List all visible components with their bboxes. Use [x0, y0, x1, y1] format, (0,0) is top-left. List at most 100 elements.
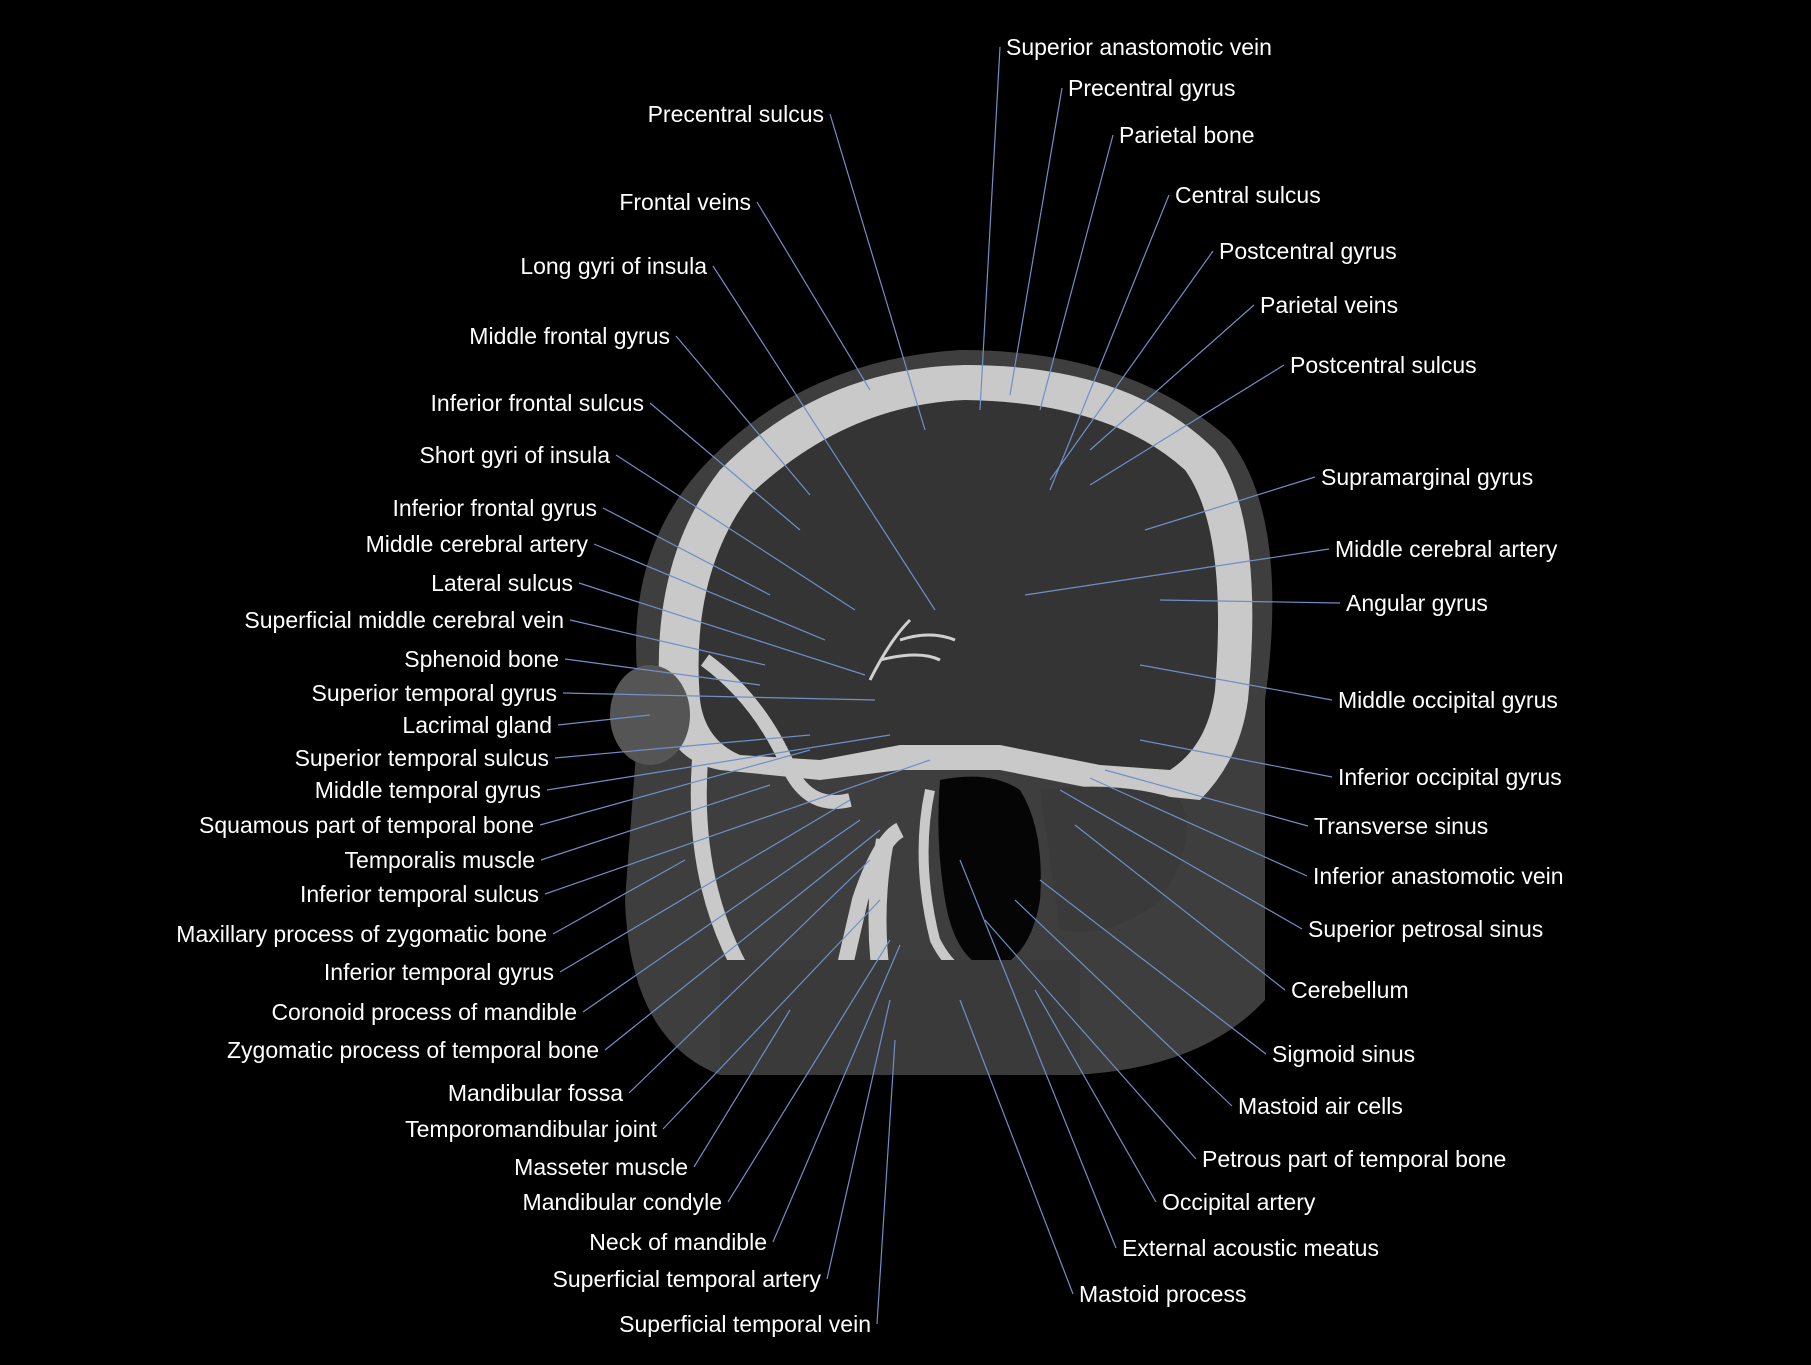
leader-inferior-frontal-sulcus — [649, 402, 801, 531]
label-angular-gyrus: Angular gyrus — [1346, 590, 1488, 616]
label-lateral-sulcus: Lateral sulcus — [431, 570, 573, 596]
leader-masseter-muscle — [693, 1009, 791, 1168]
label-central-sulcus: Central sulcus — [1175, 182, 1321, 208]
label-superior-petrosal-sinus: Superior petrosal sinus — [1308, 916, 1544, 942]
label-superficial-middle-cerebral-vein: Superficial middle cerebral vein — [244, 607, 564, 633]
leader-precentral-gyrus — [1009, 87, 1063, 396]
leader-frontal-veins — [756, 201, 871, 391]
leader-maxillary-process-of-zygomatic-bone — [552, 859, 686, 935]
leader-squamous-part-of-temporal-bone — [539, 749, 811, 826]
label-squamous-part-of-temporal-bone: Squamous part of temporal bone — [199, 812, 534, 838]
leader-mandibular-condyle — [727, 939, 891, 1203]
label-cerebellum: Cerebellum — [1291, 977, 1409, 1003]
leader-coronoid-process-of-mandible — [582, 819, 861, 1013]
label-long-gyri-of-insula: Long gyri of insula — [520, 253, 707, 279]
leader-temporomandibular-joint — [662, 899, 881, 1130]
leader-occipital-artery — [1034, 989, 1157, 1203]
leader-inferior-temporal-gyrus — [559, 799, 851, 973]
label-coronoid-process-of-mandible: Coronoid process of mandible — [271, 999, 577, 1025]
label-mandibular-condyle: Mandibular condyle — [522, 1189, 722, 1215]
leader-inferior-anastomotic-vein — [1089, 777, 1308, 877]
leader-short-gyri-of-insula — [615, 454, 856, 611]
label-neck-of-mandible: Neck of mandible — [589, 1229, 767, 1255]
label-superior-temporal-sulcus: Superior temporal sulcus — [294, 745, 549, 771]
leader-parietal-bone — [1039, 134, 1114, 411]
leader-postcentral-gyrus — [1049, 250, 1214, 481]
label-middle-occipital-gyrus: Middle occipital gyrus — [1338, 687, 1558, 713]
label-mastoid-process: Mastoid process — [1079, 1281, 1247, 1307]
label-precentral-sulcus: Precentral sulcus — [647, 101, 824, 127]
label-petrous-part-of-temporal-bone: Petrous part of temporal bone — [1202, 1146, 1507, 1172]
label-middle-cerebral-artery-left: Middle cerebral artery — [365, 531, 588, 557]
label-parietal-bone: Parietal bone — [1119, 122, 1255, 148]
leader-central-sulcus — [1049, 194, 1170, 491]
label-maxillary-process-of-zygomatic-bone: Maxillary process of zygomatic bone — [176, 921, 547, 947]
leader-middle-cerebral-artery-left — [593, 543, 826, 641]
leader-lines — [539, 46, 1341, 1325]
leader-mastoid-process — [959, 999, 1074, 1295]
label-transverse-sinus: Transverse sinus — [1314, 813, 1489, 839]
leader-cerebellum — [1074, 824, 1286, 991]
middle-cranial-fossa-floor — [700, 654, 852, 809]
label-short-gyri-of-insula: Short gyri of insula — [419, 442, 610, 468]
label-inferior-temporal-sulcus: Inferior temporal sulcus — [299, 881, 539, 907]
leader-zygomatic-process-of-temporal-bone — [604, 829, 881, 1051]
label-mandibular-fossa: Mandibular fossa — [447, 1080, 623, 1106]
brain-parenchyma — [698, 400, 1219, 770]
leader-mastoid-air-cells — [1014, 899, 1233, 1107]
leader-angular-gyrus — [1159, 599, 1341, 604]
label-precentral-gyrus: Precentral gyrus — [1068, 75, 1236, 101]
label-superior-anastomotic-vein: Superior anastomotic vein — [1006, 34, 1272, 60]
leader-temporalis-muscle — [540, 784, 771, 861]
leader-superior-temporal-gyrus — [562, 692, 876, 701]
leader-long-gyri-of-insula — [712, 265, 936, 611]
label-superior-temporal-gyrus: Superior temporal gyrus — [311, 680, 557, 706]
insular-vessels — [868, 618, 956, 681]
leader-inferior-occipital-gyrus — [1139, 739, 1333, 778]
leader-external-acoustic-meatus — [959, 859, 1117, 1249]
label-zygomatic-process-of-temporal-bone: Zygomatic process of temporal bone — [226, 1037, 599, 1063]
leader-sphenoid-bone — [564, 658, 761, 686]
cerebellum-region — [1040, 786, 1187, 932]
leader-superior-temporal-sulcus — [554, 734, 811, 759]
leader-inferior-temporal-sulcus — [544, 759, 931, 895]
label-lacrimal-gland: Lacrimal gland — [402, 712, 552, 738]
label-postcentral-sulcus: Postcentral sulcus — [1290, 352, 1477, 378]
leader-lateral-sulcus — [578, 582, 866, 676]
mastoid-air-cells-region — [938, 776, 1041, 970]
leader-inferior-frontal-gyrus — [602, 507, 771, 596]
leader-parietal-veins — [1089, 304, 1255, 451]
label-temporomandibular-joint: Temporomandibular joint — [405, 1116, 657, 1142]
label-temporalis-muscle: Temporalis muscle — [344, 847, 535, 873]
label-inferior-frontal-sulcus: Inferior frontal sulcus — [430, 390, 644, 416]
leader-precentral-sulcus — [829, 113, 926, 431]
label-mastoid-air-cells: Mastoid air cells — [1238, 1093, 1403, 1119]
label-middle-temporal-gyrus: Middle temporal gyrus — [314, 777, 541, 803]
label-supramarginal-gyrus: Supramarginal gyrus — [1321, 464, 1534, 490]
label-inferior-anastomotic-vein: Inferior anastomotic vein — [1313, 863, 1564, 889]
label-masseter-muscle: Masseter muscle — [514, 1154, 688, 1180]
leader-middle-occipital-gyrus — [1139, 664, 1333, 701]
label-parietal-veins: Parietal veins — [1260, 292, 1399, 318]
leader-superficial-temporal-artery — [826, 999, 891, 1280]
leader-middle-frontal-gyrus — [675, 335, 811, 496]
label-external-acoustic-meatus: External acoustic meatus — [1122, 1235, 1379, 1261]
leader-superficial-temporal-vein — [876, 1039, 896, 1325]
leader-sigmoid-sinus — [1039, 879, 1267, 1055]
label-middle-frontal-gyrus: Middle frontal gyrus — [469, 323, 670, 349]
leader-supramarginal-gyrus — [1144, 476, 1316, 531]
leader-petrous-part-of-temporal-bone — [984, 919, 1197, 1160]
leader-neck-of-mandible — [772, 944, 901, 1243]
label-occipital-artery: Occipital artery — [1162, 1189, 1316, 1215]
label-inferior-temporal-gyrus: Inferior temporal gyrus — [323, 959, 554, 985]
leader-postcentral-sulcus — [1089, 364, 1285, 486]
label-sphenoid-bone: Sphenoid bone — [404, 646, 559, 672]
leader-transverse-sinus — [1104, 769, 1309, 827]
label-superficial-temporal-vein: Superficial temporal vein — [619, 1311, 871, 1337]
leader-middle-cerebral-artery-right — [1024, 548, 1330, 596]
label-inferior-frontal-gyrus: Inferior frontal gyrus — [392, 495, 597, 521]
label-superficial-temporal-artery: Superficial temporal artery — [552, 1266, 821, 1292]
leader-superior-petrosal-sinus — [1059, 789, 1303, 930]
leader-middle-temporal-gyrus — [546, 734, 891, 791]
